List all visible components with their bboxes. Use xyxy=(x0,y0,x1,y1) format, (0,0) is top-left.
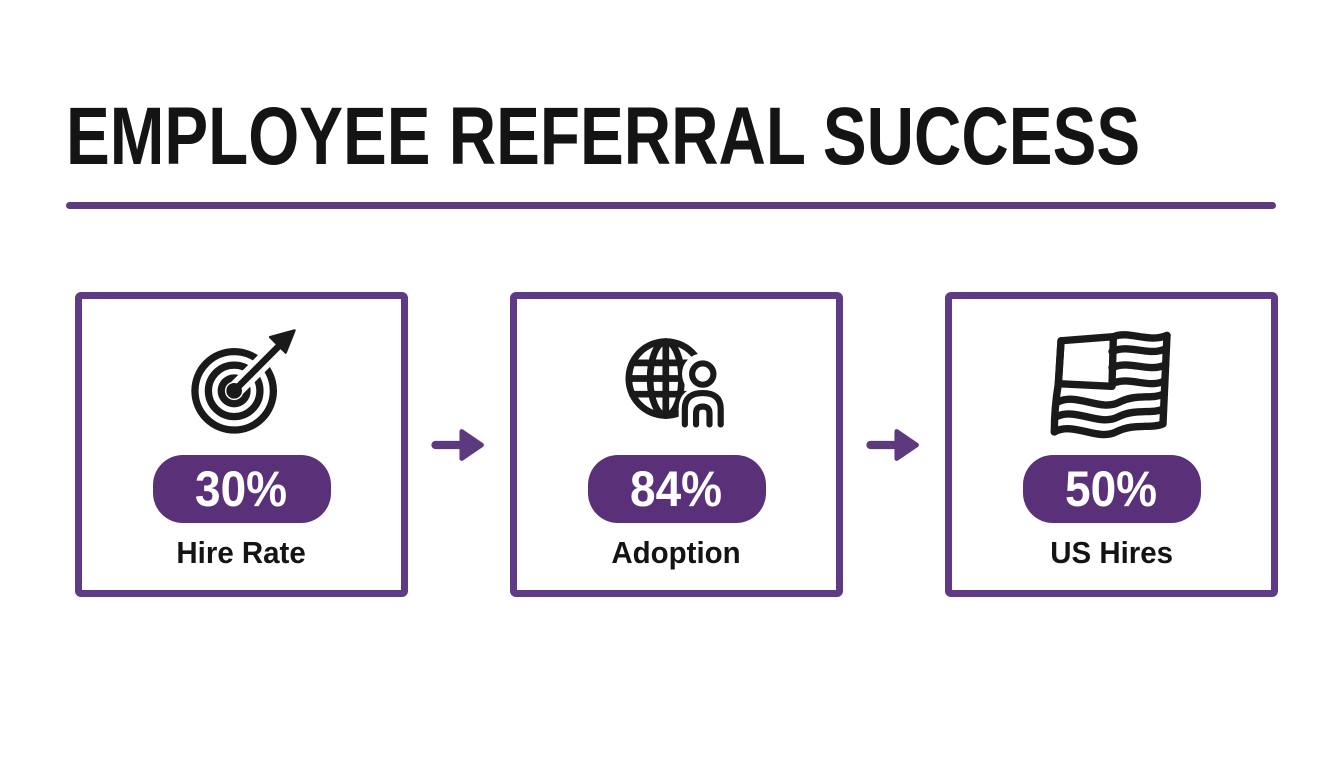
header: EMPLOYEE REFERRAL SUCCESS xyxy=(66,96,1278,209)
stat-label: US Hires xyxy=(1050,535,1173,570)
title-underline xyxy=(66,202,1276,209)
stat-pill: 50% xyxy=(1022,455,1201,523)
stats-row: 30% Hire Rate xyxy=(75,292,1278,597)
stat-label: Adoption xyxy=(611,535,742,570)
stat-card-hire-rate: 30% Hire Rate xyxy=(75,292,408,597)
stat-label: Hire Rate xyxy=(176,535,307,570)
flow-arrow-2 xyxy=(843,425,945,465)
flow-arrow-1 xyxy=(408,425,510,465)
us-flag-icon xyxy=(1037,325,1187,441)
target-icon xyxy=(186,325,298,441)
stat-pill: 84% xyxy=(587,455,766,523)
globe-user-icon xyxy=(618,325,736,441)
stat-value: 30% xyxy=(195,461,288,517)
page-title: EMPLOYEE REFERRAL SUCCESS xyxy=(66,91,1141,182)
stat-card-us-hires: 50% US Hires xyxy=(945,292,1278,597)
stat-pill: 30% xyxy=(152,455,331,523)
stat-value: 50% xyxy=(1065,461,1158,517)
stat-value: 84% xyxy=(630,461,723,517)
stat-card-adoption: 84% Adoption xyxy=(510,292,843,597)
